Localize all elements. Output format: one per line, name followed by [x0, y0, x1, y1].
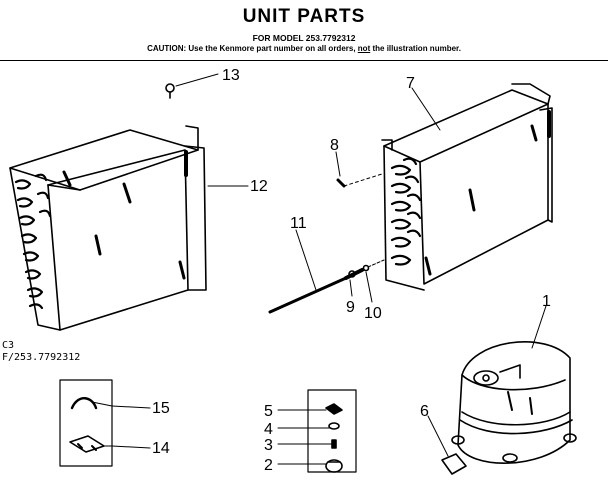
page-title: UNIT PARTS [242, 6, 366, 27]
model-line: FOR MODEL 253.7792312 [252, 33, 356, 43]
caution-suffix: the illustration number. [372, 44, 461, 53]
compressor [451, 305, 577, 464]
callout-15: 15 [152, 400, 170, 417]
parts-box-mounts [277, 389, 357, 473]
callout-2: 2 [264, 457, 273, 474]
parts-box-15-14 [59, 379, 151, 467]
header-rule [0, 60, 608, 61]
callout-9: 9 [346, 299, 355, 316]
callout-6: 6 [420, 403, 429, 420]
callout-10: 10 [364, 305, 382, 322]
caution-line: CAUTION: Use the Kenmore part number on … [0, 44, 608, 53]
figure-code-model: F/253.7792312 [2, 352, 81, 363]
callout-8: 8 [330, 137, 339, 154]
screw-8 [335, 151, 383, 188]
leader-7 [411, 87, 441, 131]
callout-14: 14 [152, 440, 170, 457]
capillary-tube [268, 229, 385, 314]
callout-4: 4 [264, 421, 273, 438]
callout-7: 7 [406, 75, 415, 92]
right-coil [381, 83, 553, 291]
caution-emphasis: not [357, 44, 371, 53]
figure-code-c3: C3 [2, 340, 15, 351]
callout-3: 3 [264, 437, 273, 454]
left-coil [9, 125, 207, 331]
caution-prefix: CAUTION: Use the Kenmore part number on … [147, 44, 356, 53]
screw-13 [165, 73, 219, 99]
callout-labels: 13 12 7 8 11 9 10 1 6 15 14 5 4 3 2 [152, 67, 551, 474]
bracket-6 [427, 415, 467, 475]
callout-11: 11 [290, 215, 307, 232]
callout-1: 1 [542, 293, 551, 310]
callout-13: 13 [222, 67, 240, 84]
callout-12: 12 [250, 178, 268, 195]
callout-5: 5 [264, 403, 273, 420]
